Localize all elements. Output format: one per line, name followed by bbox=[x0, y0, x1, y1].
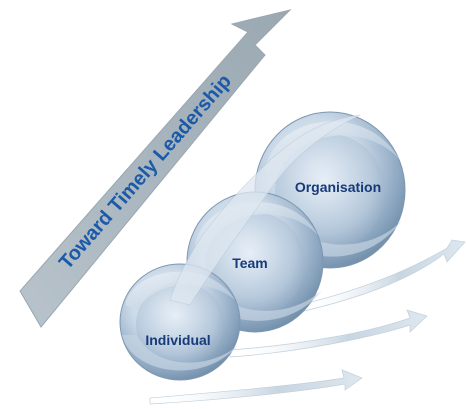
sphere-individual bbox=[119, 263, 241, 381]
growth-arrow-shape bbox=[19, 9, 292, 328]
level-label-individual: Individual bbox=[145, 332, 210, 348]
outgoing-arrow-top bbox=[299, 239, 466, 313]
outgoing-arrows bbox=[149, 239, 466, 405]
outgoing-arrow-bottom bbox=[149, 369, 363, 405]
level-label-team: Team bbox=[232, 255, 268, 271]
outgoing-arrow-middle bbox=[229, 309, 428, 358]
spiral-ribbon bbox=[169, 114, 361, 306]
level-label-organisation: Organisation bbox=[295, 179, 381, 195]
spiral-spheres bbox=[119, 111, 406, 381]
